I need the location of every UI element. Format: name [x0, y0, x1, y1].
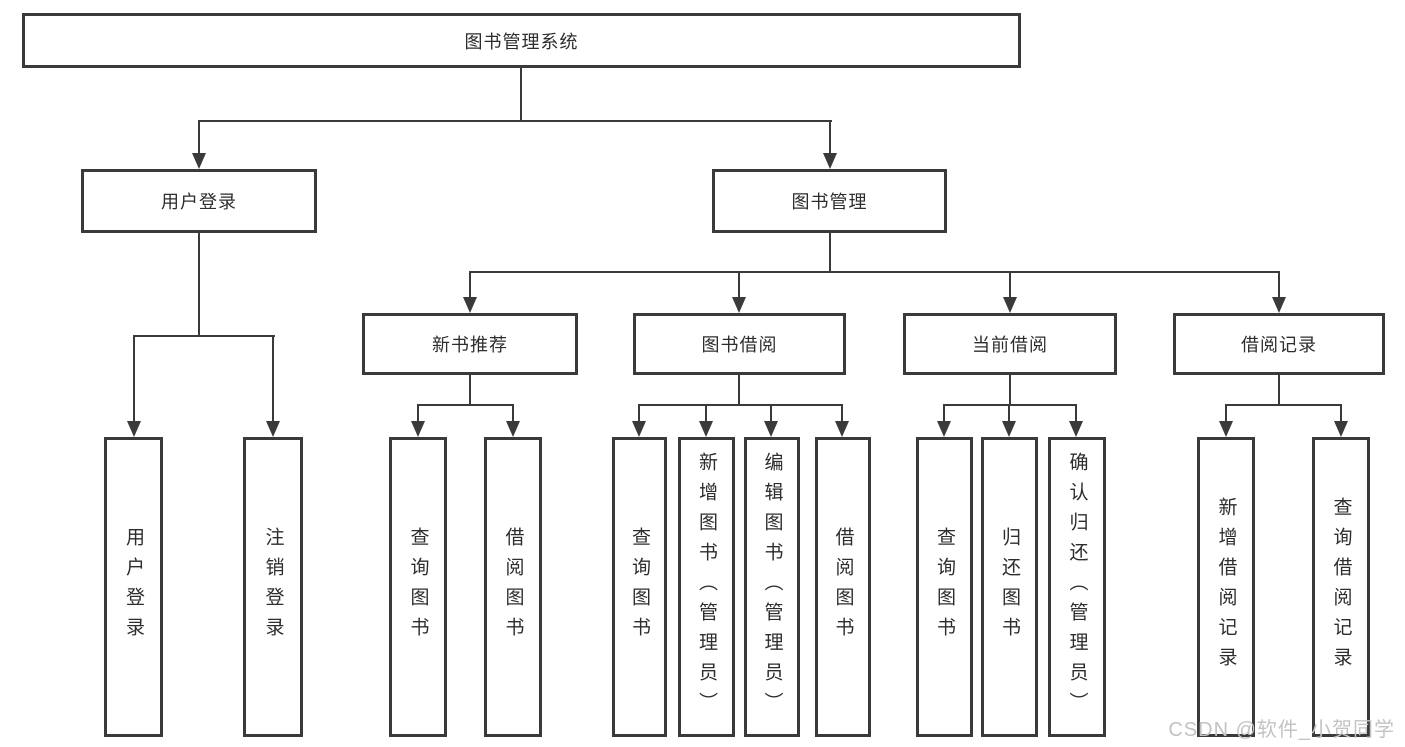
- connector-line: [705, 404, 707, 422]
- arrow-down-icon: [835, 421, 849, 437]
- arrow-down-icon: [1069, 421, 1083, 437]
- node-borrow-records: 借阅记录: [1173, 313, 1385, 375]
- arrow-down-icon: [266, 421, 280, 437]
- connector-line: [829, 120, 831, 156]
- connector-line: [469, 375, 471, 406]
- connector-line: [133, 335, 135, 423]
- connector-line: [469, 271, 471, 299]
- csdn-watermark: CSDN @软件_小贺同学: [1168, 719, 1395, 741]
- arrow-down-icon: [506, 421, 520, 437]
- leaf-label: 注销登录: [262, 527, 284, 647]
- connector-line: [469, 271, 1280, 273]
- node-label: 图书借阅: [701, 335, 778, 355]
- connector-line: [272, 335, 274, 423]
- connector-line: [1075, 404, 1077, 422]
- leaf-label: 借阅图书: [502, 527, 524, 647]
- leaf-label: 确认归还（管理员）: [1066, 452, 1088, 722]
- arrow-down-icon: [1219, 421, 1233, 437]
- connector-line: [520, 68, 522, 121]
- arrow-down-icon: [937, 421, 951, 437]
- leaf-current-query-books: 查询图书: [916, 437, 973, 737]
- arrow-down-icon: [699, 421, 713, 437]
- node-label: 新书推荐: [432, 335, 508, 355]
- node-current-borrow: 当前借阅: [903, 313, 1117, 375]
- node-root-library-system: 图书管理系统: [22, 13, 1021, 68]
- arrow-down-icon: [764, 421, 778, 437]
- arrow-down-icon: [1003, 297, 1017, 313]
- arrow-down-icon: [632, 421, 646, 437]
- leaf-label: 借阅图书: [832, 527, 854, 647]
- leaf-newbooks-query-books: 查询图书: [389, 437, 447, 737]
- node-new-book-recommend: 新书推荐: [362, 313, 578, 375]
- leaf-label: 查询图书: [407, 527, 429, 647]
- connector-line: [638, 404, 843, 406]
- connector-line: [417, 404, 419, 422]
- leaf-label: 用户登录: [123, 527, 144, 647]
- node-label: 当前借阅: [972, 335, 1048, 355]
- leaf-label: 新增图书（管理员）: [696, 452, 717, 722]
- arrow-down-icon: [1272, 297, 1286, 313]
- leaf-borrow-books: 借阅图书: [815, 437, 871, 737]
- connector-line: [512, 404, 514, 422]
- connector-line: [1009, 375, 1011, 406]
- arrow-down-icon: [192, 153, 206, 169]
- connector-line: [417, 404, 514, 406]
- leaf-logout: 注销登录: [243, 437, 303, 737]
- arrow-down-icon: [463, 297, 477, 313]
- arrow-down-icon: [1002, 421, 1016, 437]
- node-label: 借阅记录: [1241, 335, 1317, 355]
- leaf-return-books: 归还图书: [981, 437, 1038, 737]
- connector-line: [198, 120, 832, 122]
- leaf-label: 归还图书: [999, 527, 1020, 647]
- connector-line: [738, 271, 740, 299]
- leaf-label: 查询图书: [934, 527, 955, 647]
- leaf-label: 新增借阅记录: [1215, 497, 1237, 677]
- connector-line: [943, 404, 945, 422]
- leaf-label: 查询图书: [629, 527, 650, 647]
- leaf-confirm-return-admin: 确认归还（管理员）: [1048, 437, 1106, 737]
- leaf-borrow-query-books: 查询图书: [612, 437, 667, 737]
- arrow-down-icon: [732, 297, 746, 313]
- leaf-label: 编辑图书（管理员）: [761, 452, 783, 722]
- connector-line: [1008, 404, 1010, 422]
- node-book-borrow: 图书借阅: [633, 313, 846, 375]
- connector-line: [943, 404, 1077, 406]
- node-label: 用户登录: [161, 192, 237, 212]
- arrow-down-icon: [411, 421, 425, 437]
- node-label: 图书管理: [791, 192, 868, 212]
- connector-line: [198, 120, 200, 156]
- leaf-query-borrow-record: 查询借阅记录: [1312, 437, 1370, 737]
- arrow-down-icon: [127, 421, 141, 437]
- connector-line: [1009, 271, 1011, 299]
- node-book-management: 图书管理: [712, 169, 947, 233]
- connector-line: [133, 335, 275, 337]
- connector-line: [738, 375, 740, 406]
- arrow-down-icon: [823, 153, 837, 169]
- connector-line: [1278, 375, 1280, 406]
- connector-line: [1225, 404, 1227, 422]
- leaf-add-books-admin: 新增图书（管理员）: [678, 437, 735, 737]
- connector-line: [829, 233, 831, 273]
- connector-line: [1340, 404, 1342, 422]
- leaf-user-login: 用户登录: [104, 437, 163, 737]
- leaf-label: 查询借阅记录: [1330, 497, 1352, 677]
- connector-line: [841, 404, 843, 422]
- leaf-edit-books-admin: 编辑图书（管理员）: [744, 437, 800, 737]
- node-label: 图书管理系统: [464, 31, 579, 52]
- arrow-down-icon: [1334, 421, 1348, 437]
- node-user-login: 用户登录: [81, 169, 317, 233]
- connector-line: [770, 404, 772, 422]
- connector-line: [198, 233, 200, 337]
- connector-line: [1225, 404, 1342, 406]
- connector-line: [638, 404, 640, 422]
- connector-line: [1278, 271, 1280, 299]
- leaf-newbooks-borrow-books: 借阅图书: [484, 437, 542, 737]
- leaf-add-borrow-record: 新增借阅记录: [1197, 437, 1255, 737]
